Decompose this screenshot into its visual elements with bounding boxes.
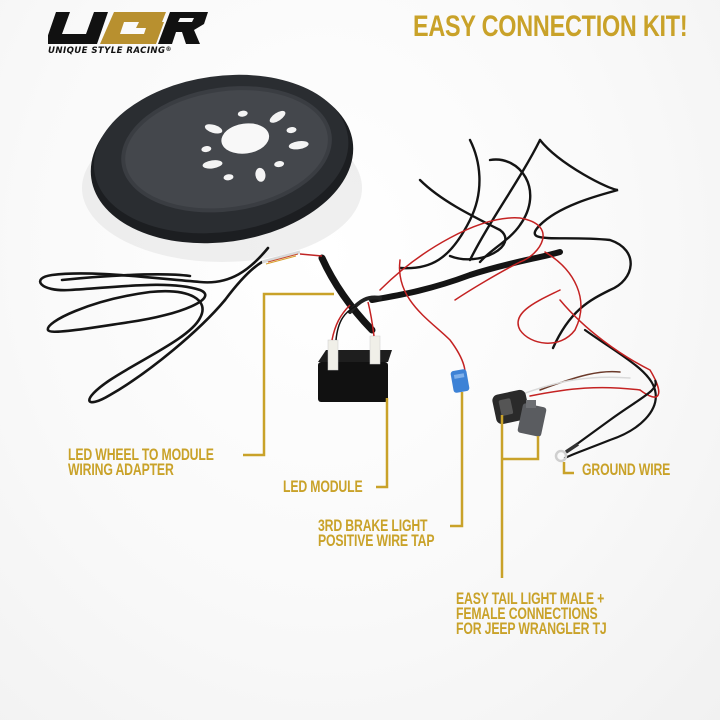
spare-tire-led-ring — [90, 74, 354, 244]
callout-text: FEMALE CONNECTIONS — [456, 604, 598, 623]
blue-wire-tap — [450, 369, 470, 393]
callout-wiring-adapter: LED WHEEL TO MODULE WIRING ADAPTER — [68, 445, 214, 479]
callout-ground-wire: GROUND WIRE — [582, 460, 671, 479]
led-wheel-wiring — [38, 246, 270, 404]
trademark-symbol: ® — [165, 46, 172, 53]
tail-light-connectors — [492, 389, 547, 437]
callout-text: POSITIVE WIRE TAP — [318, 531, 435, 550]
callout-wire-tap: 3RD BRAKE LIGHT POSITIVE WIRE TAP — [318, 516, 435, 550]
ugr-logo-mark — [48, 12, 208, 44]
brand-tagline: UNIQUE STYLE RACING® — [48, 46, 218, 56]
tagline-text: UNIQUE STYLE RACING — [48, 46, 166, 56]
callout-text: LED MODULE — [283, 477, 363, 496]
stripped-wire-ends — [261, 250, 301, 264]
wire-harness — [348, 138, 660, 460]
callout-led-module: LED MODULE — [283, 477, 363, 496]
callout-text: FOR JEEP WRANGLER TJ — [456, 619, 607, 638]
callout-text: WIRING ADAPTER — [68, 460, 174, 479]
callout-text: LED WHEEL TO MODULE — [68, 445, 214, 464]
callout-text: GROUND WIRE — [582, 460, 671, 479]
headline: EASY CONNECTION KIT! — [413, 10, 688, 43]
callout-text: 3RD BRAKE LIGHT — [318, 516, 428, 535]
ugr-logo: UNIQUE STYLE RACING® — [48, 10, 208, 64]
ground-ring-terminal — [554, 379, 657, 463]
led-module — [318, 301, 392, 402]
heat-shrink-sleeve — [318, 254, 376, 334]
callout-tail-light-connections: EASY TAIL LIGHT MALE + FEMALE CONNECTION… — [456, 589, 607, 638]
callout-text: EASY TAIL LIGHT MALE + — [456, 589, 605, 608]
